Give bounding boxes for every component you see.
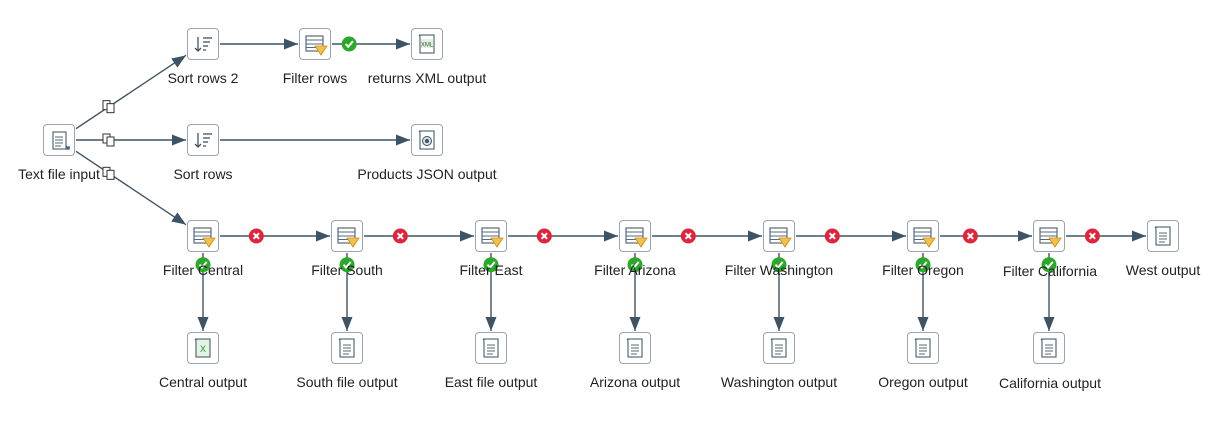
json-file-icon	[418, 130, 435, 150]
filter-icon	[193, 227, 216, 248]
filter-washington-label: Filter Washington	[724, 262, 834, 278]
east-file-output-label: East file output	[444, 374, 538, 390]
filter-east-label: Filter East	[459, 262, 523, 278]
filter-icon	[769, 227, 792, 248]
hop-filter_south-to-filter_east[interactable]	[364, 230, 474, 242]
hop-filter_washington-to-filter_oregon[interactable]	[796, 230, 906, 242]
sort-rows-2-step[interactable]	[187, 28, 219, 60]
filter-arizona-label: Filter Arizona	[594, 262, 676, 278]
true-hop-icon[interactable]	[627, 257, 643, 273]
arizona-output-step[interactable]	[619, 332, 651, 364]
false-hop-icon[interactable]	[536, 228, 552, 244]
filter-central-step[interactable]	[187, 220, 219, 252]
text-file-icon	[1154, 226, 1171, 246]
json-output-step[interactable]	[411, 124, 443, 156]
filter-icon	[305, 35, 328, 56]
true-hop-icon[interactable]	[339, 257, 355, 273]
hop-filter_arizona-to-filter_washington[interactable]	[652, 230, 762, 242]
xml-output-step[interactable]: XML	[411, 28, 443, 60]
washington-output-label: Washington output	[720, 374, 838, 390]
hop-filter_central-to-filter_south[interactable]	[220, 230, 330, 242]
copy-rows-icon[interactable]	[102, 133, 115, 147]
filter-south-label: Filter South	[311, 262, 383, 278]
filter-washington-step[interactable]	[763, 220, 795, 252]
text-file-icon	[626, 338, 643, 358]
hop-sort_rows-to-json_output[interactable]	[220, 134, 410, 146]
filter-rows-step[interactable]	[299, 28, 331, 60]
false-hop-icon[interactable]	[1084, 228, 1100, 244]
svg-text:X: X	[200, 344, 206, 354]
hop-text_file_input-to-filter_central[interactable]	[75, 150, 187, 226]
xml-output-label: returns XML output	[367, 70, 487, 86]
filter-oregon-step[interactable]	[907, 220, 939, 252]
text-file-icon	[914, 338, 931, 358]
filter-south-step[interactable]	[331, 220, 363, 252]
filter-icon	[913, 227, 936, 248]
text-file-icon	[1040, 338, 1057, 358]
filter-icon	[481, 227, 504, 248]
arizona-output-label: Arizona output	[589, 374, 681, 390]
filter-icon	[1039, 227, 1062, 248]
filter-rows-label: Filter rows	[282, 70, 348, 86]
true-hop-icon[interactable]	[483, 257, 499, 273]
california-output-label: California output	[999, 375, 1101, 391]
false-hop-icon[interactable]	[962, 228, 978, 244]
copy-rows-icon[interactable]	[102, 166, 115, 180]
text-file-icon	[338, 338, 355, 358]
json-output-label: Products JSON output	[357, 166, 497, 182]
text-file-icon	[482, 338, 499, 358]
filter-central-label: Filter Central	[162, 262, 244, 278]
svg-text:XML: XML	[421, 43, 434, 49]
hop-text_file_input-to-sort_rows_2[interactable]	[75, 54, 187, 130]
filter-icon	[337, 227, 360, 248]
true-hop-icon[interactable]	[771, 257, 787, 273]
xml-file-icon: XML	[418, 34, 435, 54]
south-file-output-step[interactable]	[331, 332, 363, 364]
sort-icon	[194, 133, 212, 148]
excel-file-icon: X	[194, 338, 211, 358]
filter-icon	[625, 227, 648, 248]
oregon-output-label: Oregon output	[878, 374, 968, 390]
text-file-icon	[770, 338, 787, 358]
true-hop-icon[interactable]	[195, 257, 211, 273]
hop-filter_california-to-west_output[interactable]	[1066, 230, 1146, 242]
sort-rows-label: Sort rows	[173, 166, 233, 182]
filter-arizona-step[interactable]	[619, 220, 651, 252]
washington-output-step[interactable]	[763, 332, 795, 364]
central-output-label: Central output	[159, 374, 247, 390]
hop-text_file_input-to-sort_rows[interactable]	[76, 134, 186, 146]
false-hop-icon[interactable]	[392, 228, 408, 244]
text-file-input-label: Text file input	[18, 166, 100, 182]
south-file-output-label: South file output	[296, 374, 398, 390]
hop-sort_rows_2-to-filter_rows[interactable]	[220, 38, 298, 50]
false-hop-icon[interactable]	[824, 228, 840, 244]
hop-filter_oregon-to-filter_california[interactable]	[940, 230, 1032, 242]
california-output-step[interactable]	[1033, 332, 1065, 364]
copy-rows-icon[interactable]	[102, 100, 115, 114]
false-hop-icon[interactable]	[680, 228, 696, 244]
filter-california-step[interactable]	[1033, 220, 1065, 252]
sort-rows-step[interactable]	[187, 124, 219, 156]
sort-icon	[194, 37, 212, 52]
filter-california-label: Filter California	[1002, 263, 1098, 279]
west-output-label: West output	[1125, 262, 1201, 278]
sort-rows-2-label: Sort rows 2	[167, 70, 239, 86]
true-hop-icon[interactable]	[1041, 257, 1057, 273]
true-hop-icon[interactable]	[915, 257, 931, 273]
false-hop-icon[interactable]	[248, 228, 264, 244]
filter-oregon-label: Filter Oregon	[882, 262, 964, 278]
text-file-input-step[interactable]	[43, 124, 75, 156]
west-output-step[interactable]	[1147, 220, 1179, 252]
east-file-output-step[interactable]	[475, 332, 507, 364]
true-hop-icon[interactable]	[341, 36, 357, 52]
text-input-icon	[52, 131, 70, 150]
hop-filter_east-to-filter_arizona[interactable]	[508, 230, 618, 242]
oregon-output-step[interactable]	[907, 332, 939, 364]
central-output-step[interactable]: X	[187, 332, 219, 364]
filter-east-step[interactable]	[475, 220, 507, 252]
